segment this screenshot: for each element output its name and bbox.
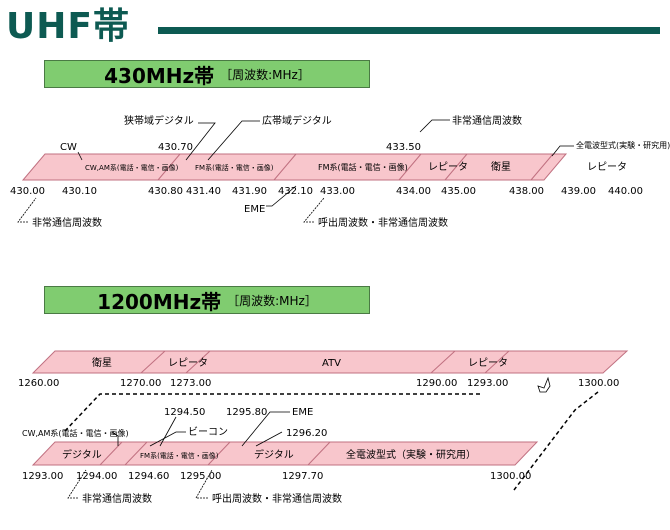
band430-seg-satellite: 衛星 <box>491 160 511 173</box>
band1200-upper-freq-labels: 1260.00 1270.00 1273.00 1290.00 1293.00 … <box>18 378 619 389</box>
band430-seg-fm2: FM系(電話・電信・画像) <box>318 162 408 172</box>
band1200-upper-segment-labels: 衛星 レピータ ATV レピータ <box>92 356 508 369</box>
freq-433-50: 433.50 <box>386 142 421 153</box>
freq-1294-00: 1294.00 <box>76 471 117 482</box>
freq-1297-70: 1297.70 <box>282 471 323 482</box>
band430-cw-label: CW <box>60 142 77 153</box>
band1200-seg-all-modes: 全電波型式（実験・研究用） <box>346 448 476 461</box>
band1200-lower-freq-labels: 1293.00 1294.00 1294.60 1295.00 1297.70 … <box>22 407 531 482</box>
band1200-cw-am: CW,AM系(電話・電信・画像) <box>22 428 129 438</box>
freq-435-00: 435.00 <box>441 186 476 197</box>
freq-1300-lower: 1300.00 <box>490 471 531 482</box>
freq-1260: 1260.00 <box>18 378 59 389</box>
band430-seg-fm1: FM系(電話・電信・画像) <box>195 163 274 172</box>
band430-strip <box>21 153 568 181</box>
band1200-unit: ［周波数:MHz］ <box>227 293 317 308</box>
freq-1293-lower: 1293.00 <box>22 471 63 482</box>
band1200-seg-atv: ATV <box>322 358 341 369</box>
freq-432-10: 432.10 <box>278 186 313 197</box>
band430-eme: EME <box>244 204 265 215</box>
band1200-seg-digital1: デジタル <box>62 448 102 461</box>
freq-1290: 1290.00 <box>416 378 457 389</box>
freq-433-00: 433.00 <box>320 186 355 197</box>
band430-seg-repeater1: レピータ <box>428 161 468 173</box>
freq-430-70: 430.70 <box>158 142 193 153</box>
band1200-heading: 1200MHz帯 <box>97 289 222 314</box>
band1200-seg-fm: FM系(電話・電信・画像) <box>140 451 219 460</box>
band430-heading: 430MHz帯 <box>104 63 215 88</box>
title-rule <box>158 27 660 34</box>
band430-segment-labels: CW,AM系(電話・電信・画像) FM系(電話・電信・画像) FM系(電話・電信… <box>85 160 627 173</box>
freq-1273: 1273.00 <box>170 378 211 389</box>
band430-heading-box: 430MHz帯 ［周波数:MHz］ <box>44 60 370 88</box>
freq-1294-60: 1294.60 <box>128 471 169 482</box>
band1200-lower-strip <box>31 441 539 466</box>
freq-1295-80: 1295.80 <box>226 407 267 418</box>
band1200-seg-digital2: デジタル <box>254 448 294 461</box>
freq-434-00: 434.00 <box>396 186 431 197</box>
band1200-emergency: 非常通信周波数 <box>82 492 152 505</box>
freq-1296-20: 1296.20 <box>286 428 327 439</box>
band430-unit: ［周波数:MHz］ <box>220 67 310 82</box>
band1200-calling: 呼出周波数・非常通信周波数 <box>212 492 342 505</box>
band1200-annotations: CW,AM系(電話・電信・画像) ビーコン EME 非常通信周波数 呼出周波数・… <box>22 407 342 505</box>
band430-narrow-digital: 狭帯域デジタル <box>124 114 194 127</box>
freq-1294-50: 1294.50 <box>164 407 205 418</box>
freq-1293-upper: 1293.00 <box>467 378 508 389</box>
band1200-lower-segment-labels: デジタル FM系(電話・電信・画像) デジタル 全電波型式（実験・研究用） <box>62 448 476 461</box>
zoom-arrow-icon <box>537 376 551 393</box>
band1200-seg-satellite: 衛星 <box>92 356 112 369</box>
band1200-heading-box: 1200MHz帯 ［周波数:MHz］ <box>44 286 370 314</box>
band430-freq-labels: 430.00 430.10 430.80 431.40 431.90 432.1… <box>10 142 643 197</box>
band1200-eme: EME <box>292 407 313 418</box>
band430-wide-digital: 広帯域デジタル <box>262 114 332 127</box>
freq-1300-upper: 1300.00 <box>578 378 619 389</box>
freq-430-00: 430.00 <box>10 186 45 197</box>
band430-all-modes: 全電波型式(実験・研究用) <box>576 140 670 150</box>
band1200-beacon: ビーコン <box>188 426 228 438</box>
band1200-seg-repeater1: レピータ <box>168 357 208 369</box>
page-title: UHF帯 <box>6 6 130 47</box>
band1200-upper-strip <box>31 350 629 374</box>
band430-annotations: CW 狭帯域デジタル 広帯域デジタル 非常通信周波数 全電波型式(実験・研究用)… <box>17 114 670 229</box>
freq-439-00: 439.00 <box>561 186 596 197</box>
band430-calling: 呼出周波数・非常通信周波数 <box>318 216 448 229</box>
freq-440-00: 440.00 <box>608 186 643 197</box>
band430-emergency-top: 非常通信周波数 <box>452 114 522 127</box>
band430-seg-cw-am: CW,AM系(電話・電信・画像) <box>85 163 179 172</box>
band430-emergency-bottom: 非常通信周波数 <box>32 216 102 229</box>
band1200-lower-dividers <box>99 441 331 466</box>
band1200-upper-dividers <box>140 350 510 374</box>
freq-430-10: 430.10 <box>62 186 97 197</box>
freq-1270: 1270.00 <box>120 378 161 389</box>
freq-1295-00: 1295.00 <box>180 471 221 482</box>
band1200-seg-repeater2: レピータ <box>468 357 508 369</box>
band430-dividers <box>157 153 554 181</box>
freq-430-80: 430.80 <box>148 186 183 197</box>
zoom-guides <box>63 391 599 491</box>
freq-431-40: 431.40 <box>186 186 221 197</box>
freq-438-00: 438.00 <box>509 186 544 197</box>
band430-seg-repeater2: レピータ <box>587 161 627 173</box>
freq-431-90: 431.90 <box>232 186 267 197</box>
